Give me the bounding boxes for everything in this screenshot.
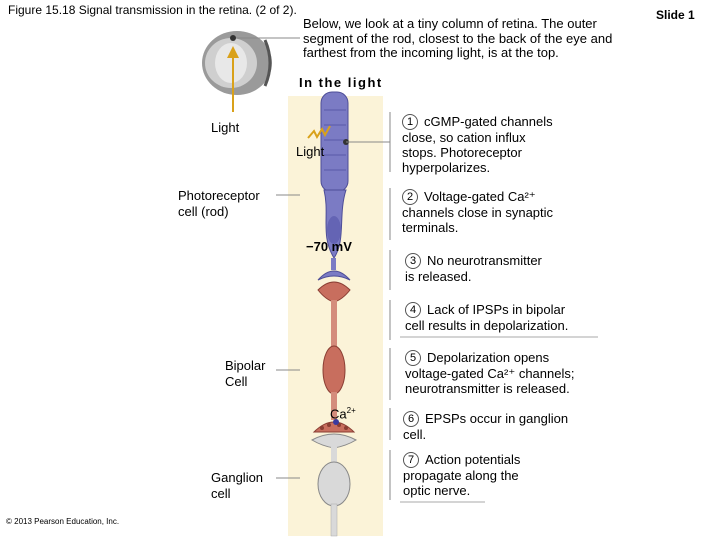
light-arrow-head (227, 46, 239, 58)
in-light-heading: In the light (299, 75, 383, 90)
step-4-text: Lack of IPSPs in bipolar cell results in… (405, 302, 569, 333)
step-5-number: 5 (405, 350, 421, 366)
step-7-text: Action potentials propagate along the op… (403, 452, 521, 498)
bipolar-label: Bipolar Cell (225, 358, 266, 389)
ca-ion-text: Ca (330, 406, 347, 422)
membrane-potential-label: −70 mV (306, 239, 352, 254)
step-7-number: 7 (403, 452, 419, 468)
rod-cell (317, 91, 351, 281)
ca-ion-label: Ca2+ (330, 403, 356, 422)
light-zigzag (307, 125, 331, 140)
step-1-number: 1 (402, 114, 418, 130)
light-label-rod: Light (296, 144, 325, 159)
copyright-notice: © 2013 Pearson Education, Inc. (6, 517, 120, 526)
bipolar-cell (312, 281, 356, 433)
step-2-text: Voltage-gated Ca²⁺ channels close in syn… (402, 189, 554, 235)
step-2-number: 2 (402, 189, 418, 205)
step-1-text: cGMP-gated channels close, so cation inf… (402, 114, 553, 175)
intro-text: Below, we look at a tiny column of retin… (303, 16, 613, 60)
photoreceptor-label: Photoreceptor cell (rod) (178, 188, 260, 219)
figure-title: Figure 15.18 Signal transmission in the … (8, 3, 297, 17)
step-6-text: EPSPs occur in ganglion cell. (403, 411, 569, 442)
step-3-number: 3 (405, 253, 421, 269)
slide-label: Slide 1 (656, 8, 695, 22)
step-6-number: 6 (403, 411, 419, 427)
step-4-number: 4 (405, 302, 421, 318)
ca-ion-charge: 2+ (346, 406, 356, 415)
ganglion-label: Ganglion cell (211, 470, 264, 501)
step-3-text: No neurotransmitter is released. (405, 253, 542, 284)
step-5-text: Depolarization opens voltage-gated Ca²⁺ … (405, 350, 575, 396)
ganglion-cell (310, 433, 358, 537)
step-brackets (346, 112, 391, 500)
light-label-left: Light (211, 120, 240, 135)
eye-icon (202, 31, 272, 95)
